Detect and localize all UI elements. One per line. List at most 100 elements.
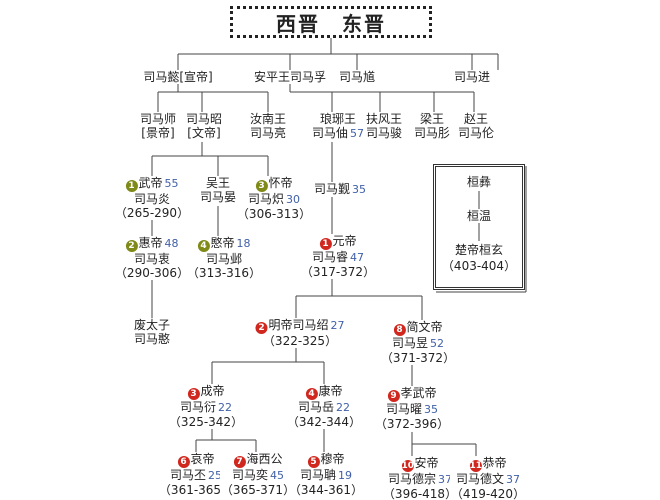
lifespan-number: 30 [286, 193, 301, 206]
node-line2: 司马衍 [179, 400, 217, 414]
node-line1: 废太子 [133, 318, 171, 332]
reign-order-badge: 3 [187, 388, 200, 400]
node-huan-xuan-reign: （403-404） [440, 259, 518, 273]
lifespan-number: 22 [336, 401, 351, 414]
reign-order-badge: 10 [401, 460, 415, 472]
node-wuwang: 吴王 司马晏 [198, 176, 238, 204]
node-reign: （325-342） [168, 415, 244, 429]
node-sima-tong: 梁王 司马肜 [412, 112, 452, 140]
node-reign: （265-290） [114, 206, 190, 220]
node-reign: （306-313） [236, 207, 312, 221]
node-line2: 司马炎 [133, 192, 171, 206]
lifespan-number: 35 [424, 403, 439, 416]
node-line1: 孝武帝 [400, 386, 437, 400]
node-sima-shi: 司马师 [景帝] [138, 112, 178, 140]
lifespan-number: 55 [164, 177, 179, 190]
node-line2: 司马聃 [299, 468, 337, 482]
node-reign: （372-396） [374, 417, 450, 431]
node-line1: 司马师 [139, 112, 177, 126]
node-name: 司马觐 [313, 182, 351, 196]
node-line2: 司马奕 [231, 468, 269, 482]
node-name: 司马懿[宣帝] [143, 70, 213, 84]
node-line1: 扶风王 [365, 112, 403, 126]
node-name: 安平王司马孚 [253, 70, 327, 84]
node-line2: 司马憨 [133, 332, 171, 346]
huan-connector-lines [478, 191, 480, 241]
node-line1: 武帝 [138, 176, 163, 190]
node-line2: 司马亮 [249, 126, 287, 140]
lifespan-number: 45 [270, 469, 285, 482]
node-name: 司马进 [453, 70, 491, 84]
node-reign: （317-372） [300, 265, 376, 279]
node-line2: [文帝] [187, 126, 221, 140]
node-line2: 司马昱 [391, 336, 429, 350]
node-line2: 司马衷 [133, 252, 171, 266]
node-huan-yi: 桓彝 [465, 175, 493, 189]
node-line2: 司马晏 [199, 190, 237, 204]
node-sima-jun: 扶风王 司马骏 [364, 112, 404, 140]
node-line1: 简文帝 [406, 320, 443, 334]
node-name: 司马馗 [338, 70, 376, 84]
node-huan-wen: 桓温 [465, 209, 493, 223]
node-sima-jin: 司马进 [452, 70, 492, 84]
node-line2: 司马肜 [413, 126, 451, 140]
reign-order-badge: 3 [255, 180, 268, 192]
node-huan-xuan: 楚帝桓玄 [453, 243, 505, 257]
node-line1: 恭帝 [482, 456, 507, 470]
node-line2: 司马岳 [297, 400, 335, 414]
node-sima-fu: 安平王司马孚 [252, 70, 328, 84]
node-line1: 康帝 [318, 384, 343, 398]
lifespan-number: 47 [350, 251, 365, 264]
lifespan-number: 57 [350, 127, 365, 140]
title-western-jin: 西晋 [276, 11, 320, 36]
node-reign: （344-361） [288, 483, 364, 497]
lifespan-number: 35 [352, 183, 367, 196]
node-line2: 司马骏 [365, 126, 403, 140]
node-line2: 司马德宗 [387, 472, 437, 486]
node-sima-yi: 司马懿[宣帝] [142, 70, 214, 84]
node-line2: 司马丕 [169, 468, 207, 482]
node-reign: （365-371） [220, 483, 296, 497]
node-sima-lun: 赵王 司马伦 [456, 112, 496, 140]
reign-order-badge: 9 [387, 390, 400, 402]
node-reign: （419-420） [450, 487, 526, 500]
node-line1: 梁王 [419, 112, 445, 126]
reign-order-badge: 11 [469, 460, 483, 472]
node-line1: 海西公 [246, 452, 283, 466]
node-line1: 汝南王 [249, 112, 287, 126]
reign-order-badge: 1 [319, 238, 332, 250]
reign-order-badge: 5 [307, 456, 320, 468]
reign-order-badge: 4 [305, 388, 318, 400]
node-sima-liang: 汝南王 司马亮 [248, 112, 288, 140]
node-line1: 成帝 [200, 384, 225, 398]
lifespan-number: 22 [218, 401, 233, 414]
huan-family-box: 桓彝 桓温 楚帝桓玄 （403-404） [433, 164, 525, 290]
lifespan-number: 48 [164, 237, 179, 250]
reign-order-badge: 7 [233, 456, 246, 468]
reign-order-badge: 2 [255, 322, 268, 334]
node-reign: （322-325） [262, 334, 338, 348]
lifespan-number: 18 [236, 237, 251, 250]
node-line1: 穆帝 [320, 452, 345, 466]
node-line1: 元帝 [332, 234, 357, 248]
node-line1: 司马昭 [185, 112, 223, 126]
node-line2: 司马睿 [311, 250, 349, 264]
node-reign: （313-316） [186, 266, 262, 280]
node-line2: 司马炽 [247, 192, 285, 206]
title-banner: 西晋 东晋 [230, 6, 432, 38]
